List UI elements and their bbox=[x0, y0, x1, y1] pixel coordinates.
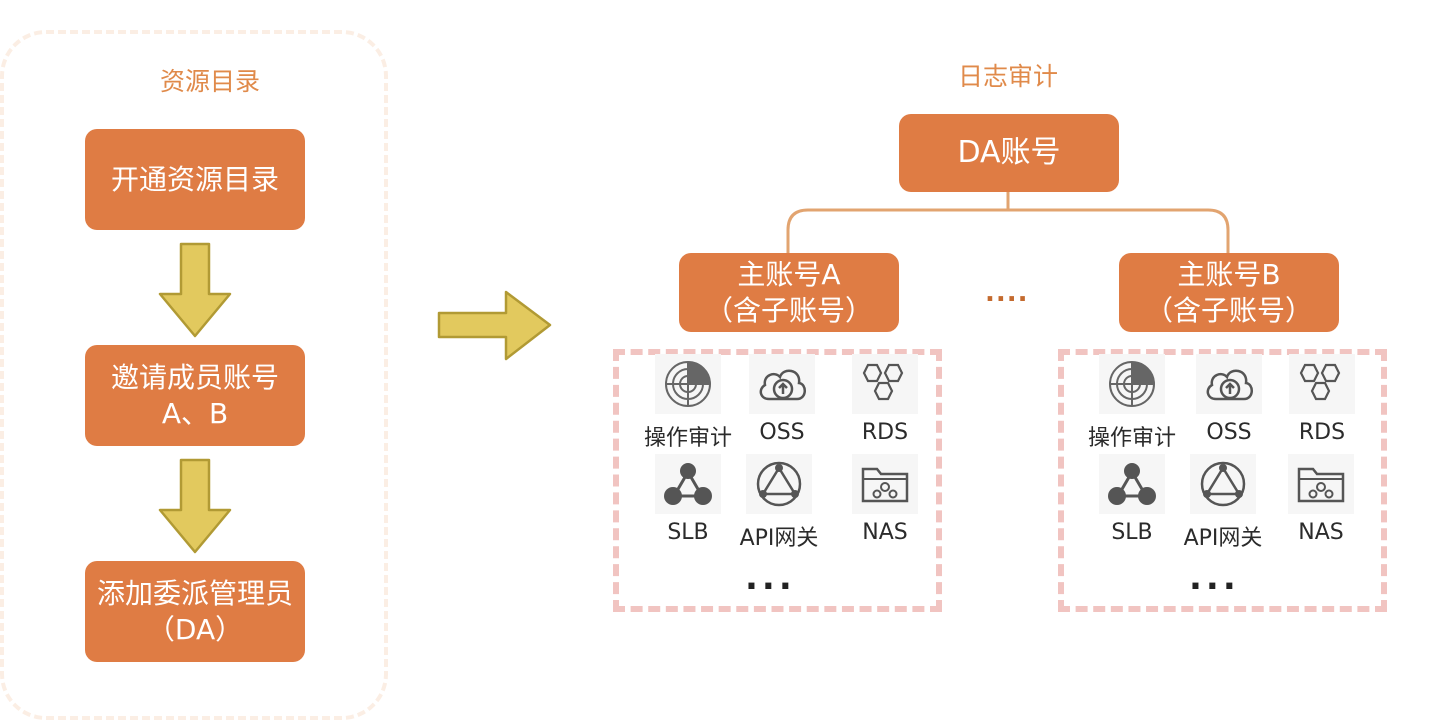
service-oss: OSS bbox=[734, 354, 830, 445]
service-nas: NAS bbox=[837, 454, 933, 545]
hexagons-icon bbox=[1289, 354, 1355, 414]
cloud-upload-icon bbox=[1196, 354, 1262, 414]
folder-share-icon bbox=[852, 454, 918, 514]
service-action-trail: 操作审计 bbox=[1084, 354, 1180, 452]
step-3-line-1: 添加委派管理员 bbox=[96, 576, 293, 610]
network-nodes-icon bbox=[1099, 454, 1165, 514]
step-1-line-1: 开通资源目录 bbox=[110, 162, 279, 196]
service-slb: SLB bbox=[1084, 454, 1180, 545]
more-services-b: ... bbox=[1189, 558, 1240, 598]
service-action-trail: 操作审计 bbox=[640, 354, 736, 452]
service-label: NAS bbox=[862, 520, 908, 545]
account-b-line-2: （含子账号） bbox=[1144, 293, 1313, 327]
service-label: API网关 bbox=[1183, 526, 1263, 551]
service-label: SLB bbox=[1111, 520, 1153, 545]
radar-icon bbox=[655, 354, 721, 414]
step-2-line-2: A、B bbox=[161, 396, 229, 430]
da-account-box: DA账号 bbox=[899, 114, 1119, 192]
step-invite-member-accounts: 邀请成员账号 A、B bbox=[85, 345, 305, 446]
service-slb: SLB bbox=[640, 454, 736, 545]
api-gateway-icon bbox=[746, 454, 812, 514]
account-b-services-group bbox=[1058, 349, 1387, 612]
service-label: 操作审计 bbox=[643, 426, 732, 451]
account-a-line-1: 主账号A bbox=[737, 257, 841, 291]
account-a-line-2: （含子账号） bbox=[704, 293, 873, 327]
service-oss: OSS bbox=[1181, 354, 1277, 445]
service-label: OSS bbox=[759, 420, 805, 445]
more-accounts-dots: .... bbox=[985, 278, 1029, 308]
radar-icon bbox=[1099, 354, 1165, 414]
network-nodes-icon bbox=[655, 454, 721, 514]
step-add-delegated-admin: 添加委派管理员 （DA） bbox=[85, 561, 305, 662]
more-services-a: ... bbox=[745, 558, 796, 598]
service-api-gateway: API网关 bbox=[731, 454, 827, 552]
service-label: SLB bbox=[667, 520, 709, 545]
service-label: RDS bbox=[861, 420, 909, 445]
service-label: OSS bbox=[1206, 420, 1252, 445]
down-arrow-icon bbox=[158, 458, 232, 554]
api-gateway-icon bbox=[1190, 454, 1256, 514]
da-account-label: DA账号 bbox=[957, 134, 1061, 170]
service-nas: NAS bbox=[1273, 454, 1369, 545]
account-a-services-group bbox=[613, 349, 942, 612]
main-account-a-box: 主账号A （含子账号） bbox=[679, 253, 899, 332]
step-2-line-1: 邀请成员账号 bbox=[110, 360, 279, 394]
tree-connector bbox=[786, 192, 1230, 258]
log-audit-title: 日志审计 bbox=[957, 62, 1058, 91]
down-arrow-icon bbox=[158, 242, 232, 338]
step-enable-resource-directory: 开通资源目录 bbox=[85, 129, 305, 230]
service-label: API网关 bbox=[739, 526, 819, 551]
service-label: NAS bbox=[1298, 520, 1344, 545]
service-label: 操作审计 bbox=[1087, 426, 1176, 451]
service-rds: RDS bbox=[837, 354, 933, 445]
folder-share-icon bbox=[1288, 454, 1354, 514]
account-b-line-1: 主账号B bbox=[1177, 257, 1281, 291]
hexagons-icon bbox=[852, 354, 918, 414]
service-api-gateway: API网关 bbox=[1175, 454, 1271, 552]
service-rds: RDS bbox=[1274, 354, 1370, 445]
step-3-line-2: （DA） bbox=[146, 612, 244, 646]
right-arrow-icon bbox=[437, 290, 552, 361]
service-label: RDS bbox=[1298, 420, 1346, 445]
main-account-b-box: 主账号B （含子账号） bbox=[1119, 253, 1339, 332]
resource-directory-title: 资源目录 bbox=[159, 67, 260, 96]
cloud-upload-icon bbox=[749, 354, 815, 414]
